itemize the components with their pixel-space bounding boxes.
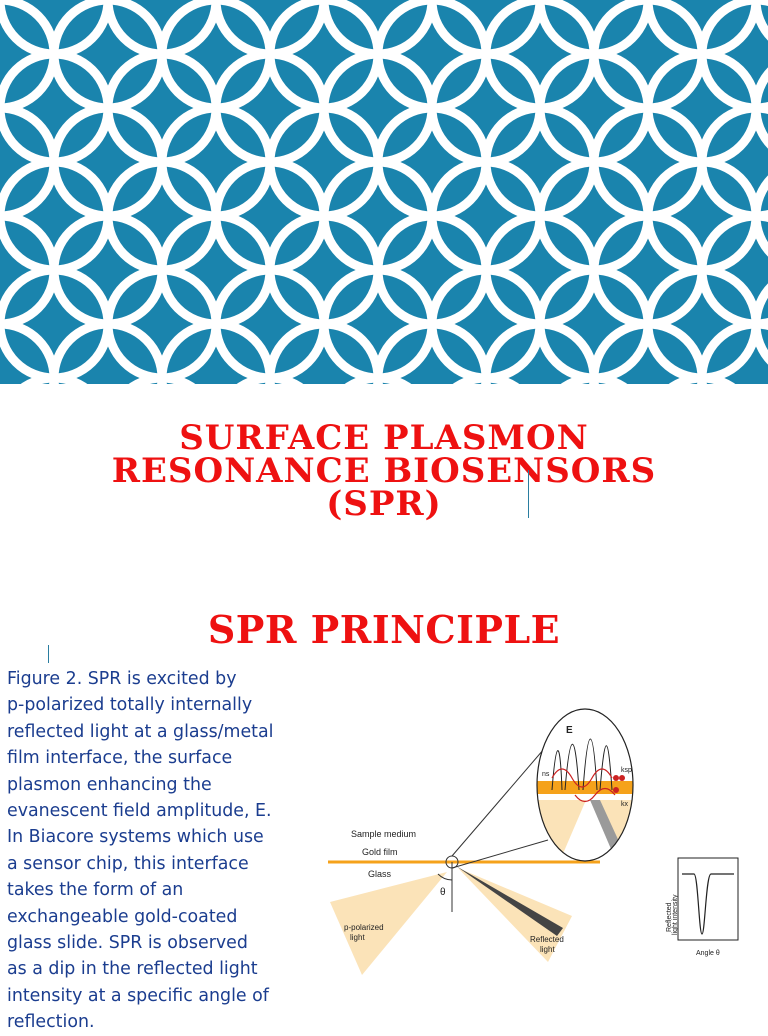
label-incident-1: p-polarized: [344, 923, 384, 932]
magnifier-line: [451, 734, 557, 857]
figure-caption: Figure 2. SPR is excited by p-polarized …: [7, 666, 317, 1036]
plot-ylabel-1: Reflected: [666, 902, 673, 932]
label-theta: θ: [440, 887, 446, 898]
text-cursor: [48, 645, 49, 663]
text-cursor: [528, 470, 529, 518]
caption-line: glass slide. SPR is observed: [7, 933, 248, 954]
magnified-view: [536, 708, 634, 862]
spr-diagram: Sample medium Gold film Glass θ p-polari…: [328, 708, 739, 975]
label-ns: ns: [542, 771, 550, 778]
reflected-dark-streak: [456, 866, 563, 936]
label-glass: Glass: [368, 869, 392, 879]
title-line-3: (SPR): [326, 484, 442, 524]
caption-line: reflected light at a glass/metal: [7, 721, 274, 742]
caption-line: p-polarized totally internally: [7, 695, 253, 716]
intensity-curve: [682, 873, 734, 935]
caption-line: film interface, the surface: [7, 748, 233, 769]
incident-light-beam: [330, 872, 447, 975]
title-line-1: SURFACE PLASMON: [179, 418, 589, 458]
caption-line: takes the form of an: [7, 880, 184, 901]
caption-line: In Biacore systems which use: [7, 827, 264, 848]
label-reflected-1: Reflected: [530, 935, 564, 944]
caption-line: Figure 2. SPR is excited by: [7, 669, 237, 689]
caption-line: intensity at a specific angle of: [7, 985, 269, 1006]
title-line-2: RESONANCE BIOSENSORS: [111, 451, 657, 491]
reflected-light-beam: [458, 868, 572, 962]
caption-line: as a dip in the reflected light: [7, 959, 258, 980]
caption-line: evanescent field amplitude, E.: [7, 801, 272, 822]
label-gold-film: Gold film: [362, 847, 398, 857]
angle-arc: [437, 873, 453, 881]
label-field-e: E: [566, 725, 573, 736]
caption-line: exchangeable gold-coated: [7, 906, 238, 927]
label-reflected-2: light: [540, 945, 555, 954]
caption-line: plasmon enhancing the: [7, 774, 212, 795]
intensity-plot: Reflected light intensity Angle θ: [666, 857, 739, 957]
label-ksp: ksp: [621, 767, 632, 774]
decorative-banner: [0, 0, 768, 384]
plot-ylabel-2: light intensity: [672, 894, 679, 935]
slide-title: SURFACE PLASMON RESONANCE BIOSENSORS (SP…: [0, 418, 768, 524]
label-sample-medium: Sample medium: [351, 829, 416, 839]
section-heading: SPR PRINCIPLE: [207, 607, 561, 652]
label-kx: kx: [621, 801, 629, 808]
caption-line: reflection.: [7, 1012, 95, 1033]
magnifier-line: [451, 839, 549, 869]
caption-line: a sensor chip, this interface: [7, 853, 249, 874]
plot-xlabel: Angle θ: [696, 950, 720, 957]
label-incident-2: light: [350, 933, 365, 942]
